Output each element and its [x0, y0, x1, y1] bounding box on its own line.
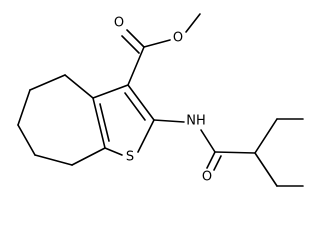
atom-label-oxygen-carbonyl-amide: O — [202, 170, 212, 185]
bond — [137, 119, 155, 153]
bond — [214, 151, 256, 154]
bond — [127, 46, 145, 86]
atom-label-oxygen-ester: O — [173, 31, 183, 46]
bond — [185, 13, 201, 33]
bond — [153, 119, 185, 123]
bond — [206, 151, 216, 169]
bond — [92, 97, 106, 149]
bond — [17, 89, 31, 126]
bond — [213, 155, 222, 171]
amide-group — [153, 118, 304, 187]
bond — [17, 124, 36, 156]
bond — [200, 129, 216, 153]
thiophene-ring — [92, 84, 155, 156]
bond — [121, 35, 140, 54]
bond — [127, 84, 155, 121]
bond — [71, 147, 106, 166]
bond — [29, 74, 66, 91]
atom-label-sulfur: S — [126, 150, 134, 165]
bond — [99, 103, 110, 142]
bond — [143, 39, 171, 48]
bond — [254, 152, 278, 187]
atom-label-oxygen-carbonyl-ester: O — [114, 16, 124, 31]
bond — [254, 118, 278, 154]
bond — [64, 74, 94, 99]
atom-labels: O O S NH O — [114, 16, 212, 185]
bond — [92, 84, 129, 99]
cycloheptane-ring — [17, 74, 106, 166]
bond — [124, 92, 146, 121]
bond — [126, 29, 145, 48]
structure-diagram: O O S NH O — [17, 13, 304, 187]
bond — [104, 147, 123, 156]
atom-label-amine-nh: NH — [186, 114, 206, 129]
bond — [34, 154, 73, 166]
methyl-ester-group — [121, 13, 201, 86]
